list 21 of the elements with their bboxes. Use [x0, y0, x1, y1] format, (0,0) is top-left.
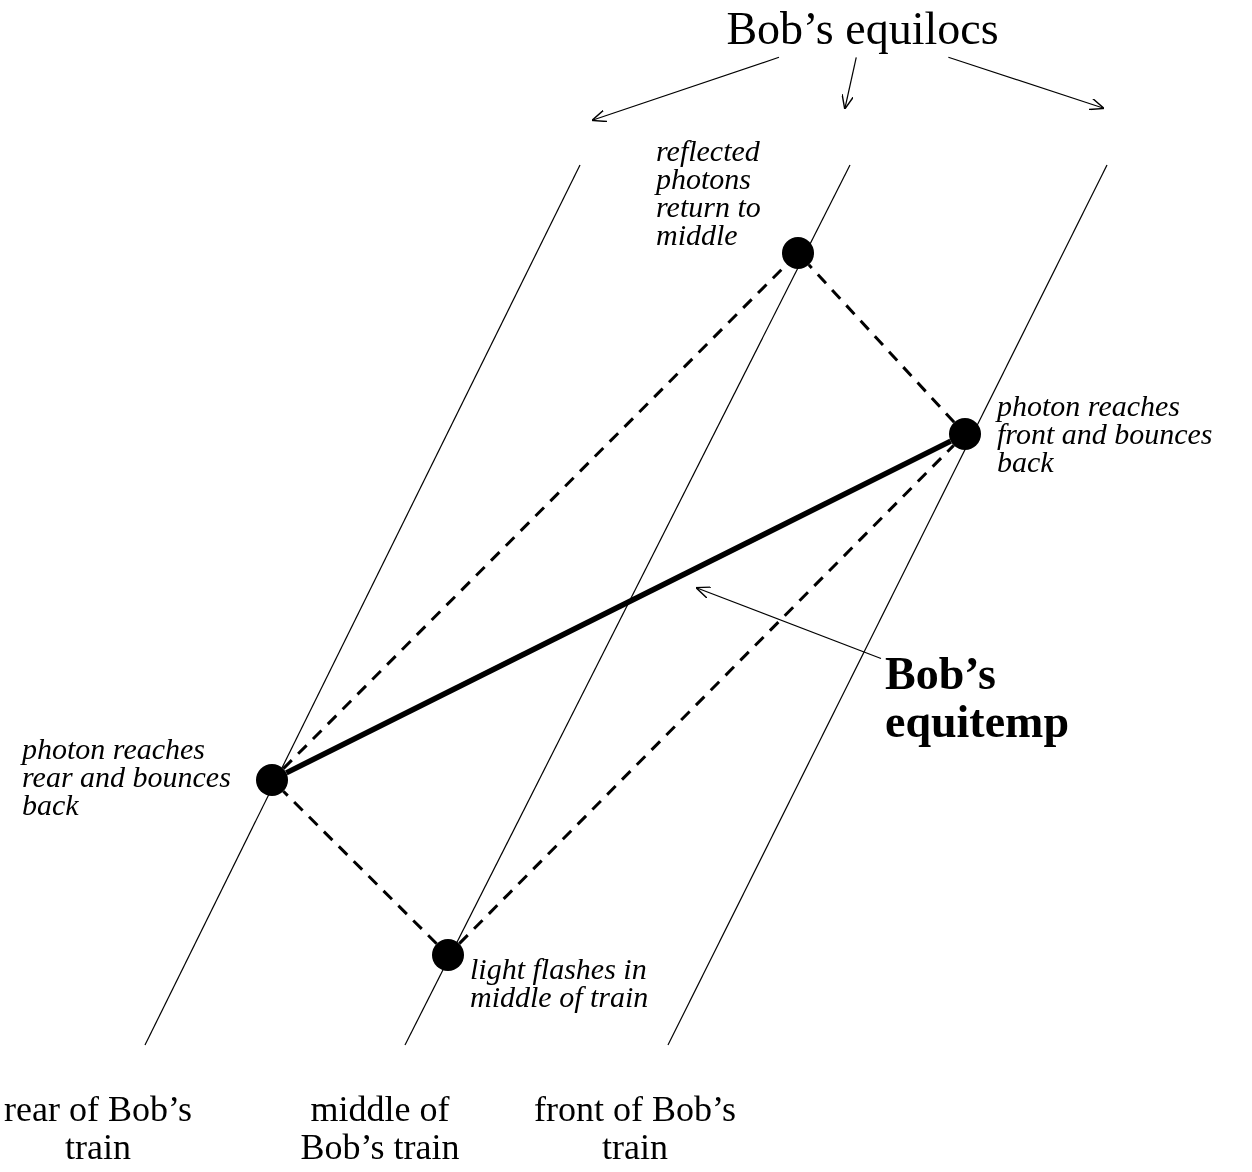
leader-arrow: [841, 56, 857, 110]
event-caption: light flashes in middle of train: [470, 955, 650, 1011]
simultaneity-line: [285, 438, 952, 776]
light-path: [458, 444, 955, 945]
worldline-label: middle of Bob’s train: [299, 1090, 461, 1166]
heading-label: Bob’s equilocs: [690, 5, 1035, 54]
event-dot: [949, 418, 981, 450]
leader-arrow: [947, 56, 1105, 111]
worldline-label: rear of Bob’s train: [3, 1090, 193, 1166]
event-dot: [432, 939, 464, 971]
event-caption: reflected photons return to middle: [656, 137, 762, 249]
leader-arrow: [695, 586, 882, 660]
event-dot: [256, 764, 288, 796]
light-path: [807, 263, 956, 424]
diagram-label: Bob’s equitemp: [885, 650, 1085, 747]
event-caption: photon reaches rear and bounces back: [22, 735, 232, 819]
event-caption: photon reaches front and bounces back: [997, 392, 1214, 476]
event-dot: [782, 237, 814, 269]
leader-arrow: [591, 56, 780, 123]
worldline-label: front of Bob’s train: [533, 1090, 737, 1166]
light-path: [282, 790, 438, 945]
